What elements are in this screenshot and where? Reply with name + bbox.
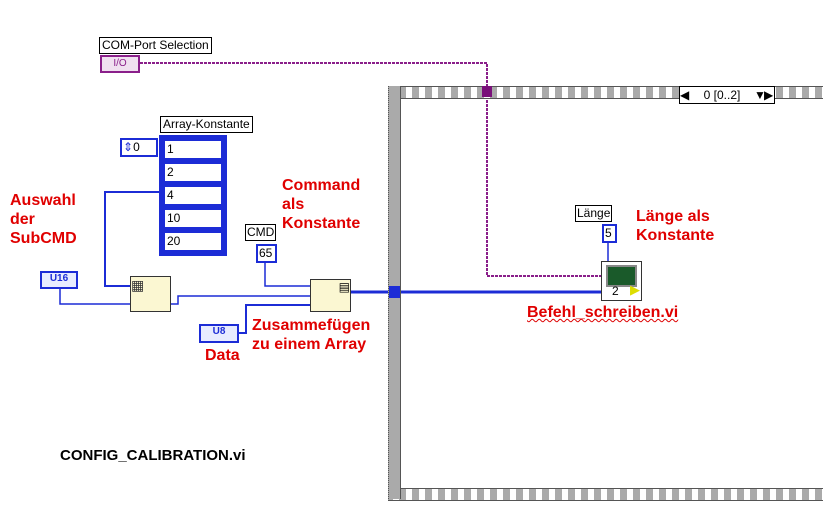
array-tunnel: [389, 286, 400, 298]
selector-value: 0 [0..2]: [703, 88, 741, 102]
sequence-frame-bottom: [388, 488, 823, 501]
prev-frame-icon[interactable]: ◀: [680, 88, 690, 102]
subvi-monitor-icon: [606, 265, 637, 287]
build-array-node[interactable]: ▤: [310, 279, 351, 312]
array-constant[interactable]: 1 2 4 10 20: [159, 135, 227, 256]
u8-wire: [238, 304, 310, 334]
laenge-label: Länge: [575, 205, 613, 222]
laenge-constant[interactable]: 5: [602, 224, 617, 243]
cmd-wire: [264, 263, 310, 287]
element-wire: [170, 295, 310, 305]
next-frame-icon[interactable]: ▶: [764, 88, 774, 102]
array-wire: [104, 191, 162, 287]
array-icon: ▦: [131, 277, 145, 293]
array-element[interactable]: 2: [163, 162, 223, 183]
visa-tunnel: [482, 86, 492, 97]
dropdown-icon[interactable]: ▼: [754, 88, 766, 102]
index-value: 0: [133, 140, 140, 154]
index-array-node[interactable]: ▦: [130, 276, 171, 312]
array-index[interactable]: ⇕0: [120, 138, 158, 157]
subvi-arrow-icon: ▶: [630, 282, 640, 297]
array-constant-label: Array-Konstante: [160, 116, 253, 133]
cmd-constant[interactable]: 65: [256, 244, 277, 263]
subcmd-control[interactable]: U16: [40, 271, 78, 289]
visa-wire: [140, 62, 601, 277]
subvi-name: Befehl_schreiben.vi: [527, 304, 679, 321]
data-annotation: Data: [205, 347, 240, 364]
array-element[interactable]: 10: [163, 208, 223, 229]
array-element[interactable]: 4: [163, 185, 223, 206]
u16-wire: [59, 288, 130, 305]
cmd-label: CMD: [245, 224, 277, 241]
com-port-control[interactable]: I/O: [100, 55, 140, 73]
index-stepper-icon[interactable]: ⇕: [123, 140, 134, 154]
sequence-selector[interactable]: ◀ 0 [0..2] ▼ ▶: [679, 86, 775, 104]
vi-title: CONFIG_CALIBRATION.vi: [60, 447, 246, 464]
com-port-label: COM-Port Selection: [99, 37, 212, 54]
array-element[interactable]: 1: [163, 139, 223, 160]
array-element[interactable]: 20: [163, 231, 223, 252]
data-control[interactable]: U8: [199, 324, 239, 343]
befehl-schreiben-subvi[interactable]: 2 ▶: [601, 261, 642, 301]
subvi-number: 2: [612, 284, 619, 298]
build-array-icon: ▤: [338, 280, 350, 294]
